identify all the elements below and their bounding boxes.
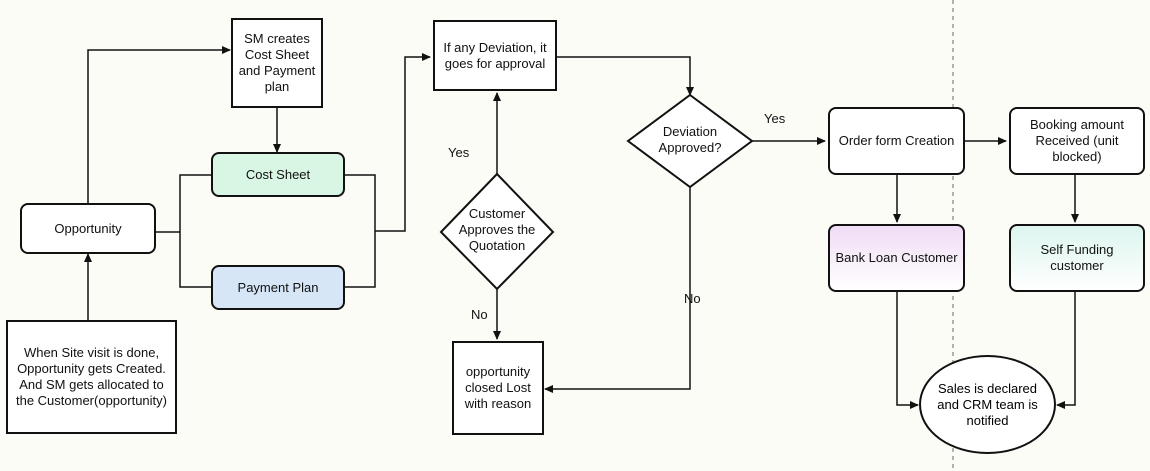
deviation-approved-label: Deviation Approved? <box>658 124 722 155</box>
sales-declared-node: Sales is declared and CRM team is notifi… <box>919 355 1056 454</box>
deviation-approval-node: If any Deviation, it goes for approval <box>433 20 557 91</box>
arrow-opportunity-smcreates <box>87 46 231 203</box>
customer-approves-diamond <box>439 172 555 291</box>
arrow-deviation-decision <box>557 56 694 96</box>
booking-amount-node: Booking amount Received (unit blocked) <box>1009 107 1145 175</box>
no-label-deviation: No <box>684 291 701 306</box>
left-bracket <box>179 174 211 288</box>
arrow-bracket-deviation <box>375 53 431 232</box>
no-label-customer: No <box>471 307 488 322</box>
self-funding-node: Self Funding customer <box>1009 224 1145 292</box>
site-visit-node: When Site visit is done, Opportunity get… <box>6 320 177 434</box>
right-bracket <box>345 174 376 288</box>
arrow-selffunding-sales <box>1056 292 1076 409</box>
arrow-deviation-no <box>544 187 691 393</box>
opportunity-node: Opportunity <box>20 203 156 254</box>
deviation-approved-diamond <box>626 93 754 189</box>
cost-sheet-node: Cost Sheet <box>211 152 345 197</box>
yes-label-deviation: Yes <box>764 111 786 126</box>
customer-approves-label: Customer Approves the Quotation <box>458 206 536 253</box>
payment-plan-node: Payment Plan <box>211 265 345 310</box>
bank-loan-node: Bank Loan Customer <box>828 224 965 292</box>
arrow-bankloan-sales <box>896 292 919 409</box>
yes-label-customer: Yes <box>448 145 470 160</box>
sm-creates-node: SM creates Cost Sheet and Payment plan <box>231 18 323 108</box>
order-form-node: Order form Creation <box>828 107 965 175</box>
closed-lost-node: opportunity closed Lost with reason <box>452 341 544 435</box>
